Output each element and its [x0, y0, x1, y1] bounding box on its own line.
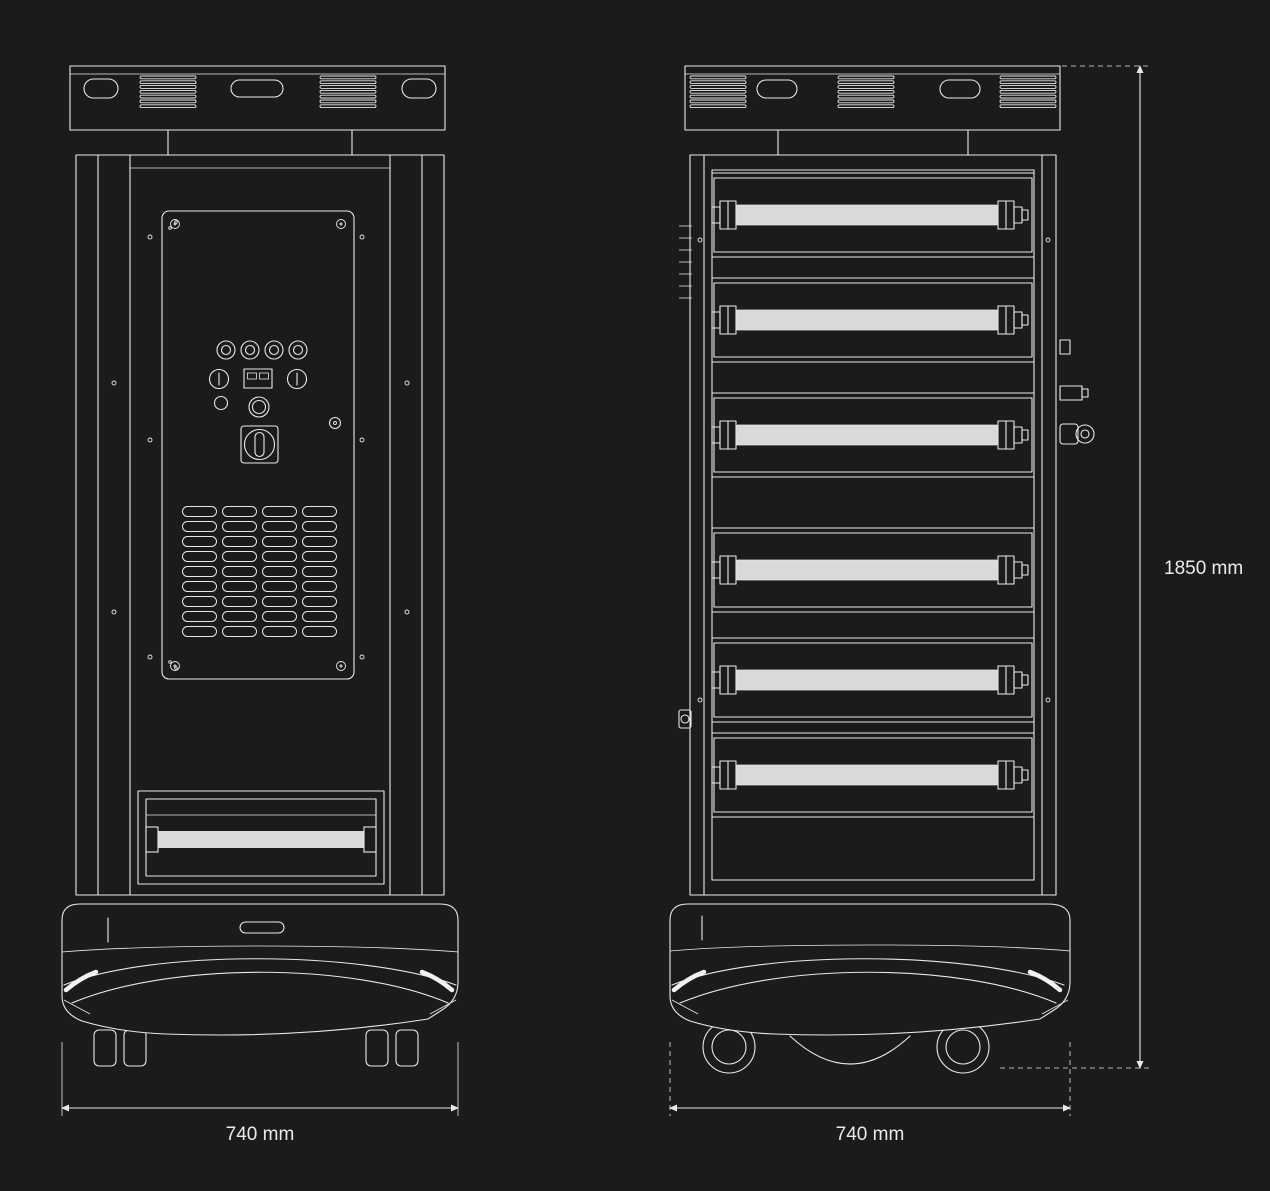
emergency-button — [248, 396, 270, 418]
dimension-label-width-right: 740 mm — [836, 1124, 905, 1145]
rear-view: 740 mm — [61, 65, 459, 1145]
base-feet — [93, 1029, 419, 1067]
uv-lamp-bay-5 — [711, 637, 1035, 723]
panel-display — [243, 368, 273, 389]
drive-wheel — [789, 1035, 911, 1065]
vent-slats — [319, 75, 377, 109]
dimension-label-height: 1850 mm — [1164, 558, 1243, 579]
uv-lamp-bay-2 — [711, 277, 1035, 363]
key-switch-right — [286, 368, 308, 390]
vent-slats — [139, 75, 197, 109]
vent-grille — [182, 506, 340, 639]
key-switch-left — [208, 368, 230, 390]
uv-lamp-bay-1 — [711, 172, 1035, 258]
lidar-window — [671, 999, 699, 1015]
small-connector — [328, 416, 342, 430]
cable-coil — [679, 225, 692, 299]
panel-buttons — [216, 340, 308, 360]
roller-compartment — [137, 790, 385, 885]
base-handle-slot — [239, 921, 285, 934]
dimension-width-right: 740 mm — [669, 1042, 1071, 1145]
top-vent-cap — [69, 65, 446, 156]
robot-base — [61, 903, 459, 1036]
tower-body — [678, 154, 1057, 896]
dimension-height: 1850 mm — [1000, 65, 1243, 1069]
rotary-switch — [240, 425, 279, 464]
vent-slats — [689, 75, 747, 109]
vent-slats — [837, 75, 895, 109]
uv-lamp-bay-3 — [711, 392, 1035, 478]
tower-body — [75, 154, 445, 896]
robot-base — [669, 903, 1071, 1036]
wheels — [702, 1020, 990, 1074]
uv-lamp-bay-6 — [711, 732, 1035, 818]
uv-lamp-bay-4 — [711, 527, 1035, 613]
indicator-lamp — [213, 395, 229, 411]
top-vent-cap — [684, 65, 1061, 156]
lidar-window — [1041, 999, 1069, 1015]
vent-slats — [999, 75, 1057, 109]
front-view: 740 mm — [669, 65, 1095, 1145]
side-connectors — [1059, 339, 1095, 445]
lidar-window — [63, 999, 91, 1015]
dimension-label-width-left: 740 mm — [226, 1124, 295, 1145]
roller-bar — [152, 831, 370, 848]
dimension-width-left: 740 mm — [61, 1042, 459, 1145]
lidar-window — [429, 999, 457, 1015]
side-knob — [678, 709, 692, 729]
control-panel — [161, 210, 355, 680]
